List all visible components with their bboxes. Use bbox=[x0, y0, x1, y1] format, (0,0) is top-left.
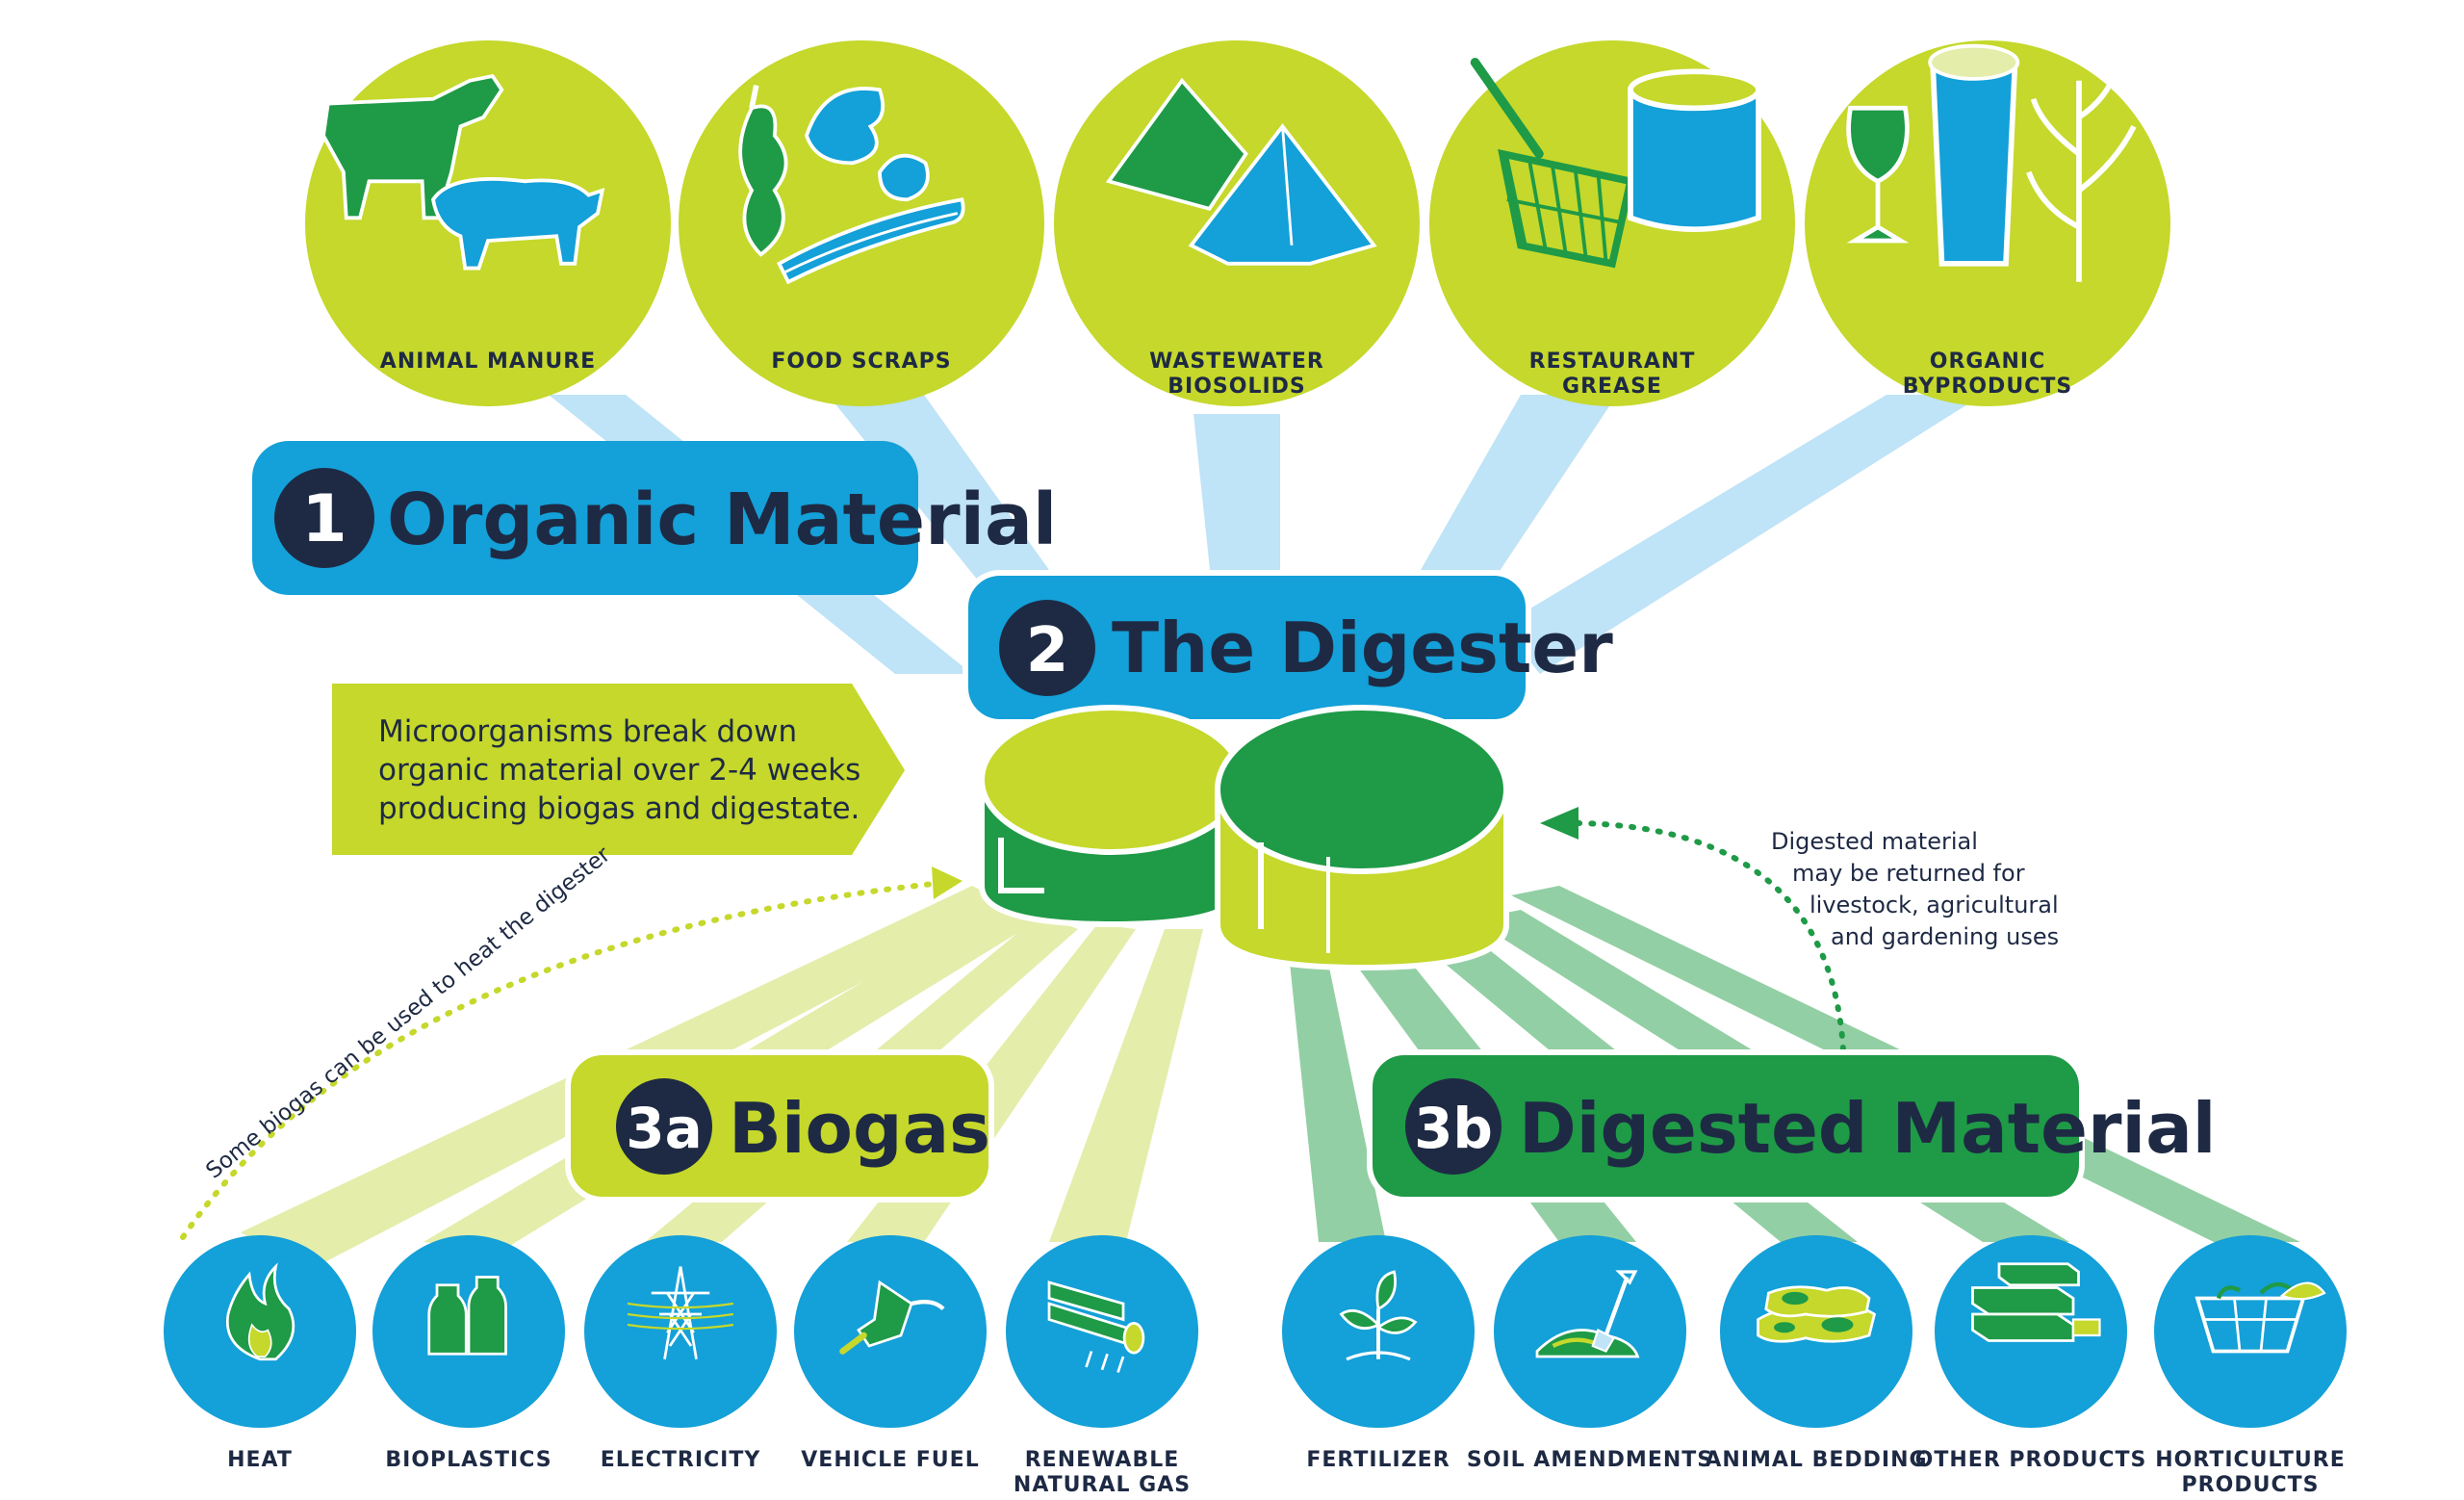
digestate-output-item: FERTILIZER bbox=[1282, 1235, 1475, 1472]
cow-and-pig-icon bbox=[321, 73, 605, 271]
input-ray bbox=[1502, 395, 1983, 674]
step-3b-title: Digested Material bbox=[1519, 1088, 2216, 1169]
digestate-output-item: OTHER PRODUCTS bbox=[1915, 1235, 2147, 1472]
digestate-output-label: ANIMAL BEDDING bbox=[1705, 1448, 1927, 1472]
step-3a-title: Biogas bbox=[729, 1088, 990, 1169]
step-3a-number: 3a bbox=[626, 1096, 703, 1161]
sprout-icon bbox=[1339, 1270, 1418, 1361]
digestate-output-circle bbox=[2154, 1235, 2347, 1428]
step-1-title: Organic Material bbox=[387, 478, 1057, 561]
digester-tanks bbox=[979, 705, 1509, 971]
step-3a-label: 3a Biogas bbox=[565, 1049, 994, 1203]
biogas-output-item: BIOPLASTICS bbox=[372, 1235, 565, 1472]
shovel-soil-icon bbox=[1535, 1270, 1640, 1358]
input-label: BYPRODUCTS bbox=[1903, 375, 2072, 399]
bedding-icon bbox=[1757, 1285, 1877, 1343]
biogas-output-label: ELECTRICITY bbox=[601, 1448, 761, 1472]
outputs-row: HEAT BIOPLASTICS ELECTRICITY VEHICLE FUEL RE… bbox=[164, 1235, 2347, 1497]
flame-icon bbox=[225, 1262, 295, 1361]
digester-tank-left bbox=[979, 705, 1245, 928]
input-label: BIOSOLIDS bbox=[1168, 375, 1306, 399]
digestate-output-label: OTHER PRODUCTS bbox=[1915, 1448, 2147, 1472]
biogas-output-item: HEAT bbox=[164, 1235, 356, 1472]
input-label: ORGANIC bbox=[1930, 349, 2045, 374]
food-scraps-icon bbox=[738, 84, 965, 285]
input-label: ANIMAL MANURE bbox=[380, 349, 596, 374]
digestate-output-label: FERTILIZER bbox=[1306, 1448, 1450, 1472]
digestate-output-label: PRODUCTS bbox=[2182, 1473, 2320, 1497]
fuel-nozzle-icon bbox=[839, 1280, 945, 1355]
digestate-return-arrow: Digested material may be returned for li… bbox=[1540, 807, 2066, 1052]
biosolids-piles-icon bbox=[1105, 77, 1377, 266]
step-1-number: 1 bbox=[301, 481, 346, 557]
input-item: FOOD SCRAPS bbox=[679, 40, 1044, 406]
digestate-output-label: HORTICULTURE bbox=[2155, 1448, 2346, 1472]
digestate-output-item: ANIMAL BEDDING bbox=[1705, 1235, 1927, 1472]
planter-box-icon bbox=[2194, 1281, 2326, 1354]
input-ray bbox=[1194, 414, 1280, 597]
gas-pipes-icon bbox=[1047, 1280, 1145, 1373]
digestate-output-label: SOIL AMENDMENTS bbox=[1467, 1448, 1713, 1472]
input-ray bbox=[1405, 395, 1617, 597]
biogas-output-item: VEHICLE FUEL bbox=[794, 1235, 987, 1472]
input-label: FOOD SCRAPS bbox=[771, 349, 951, 374]
bricks-icon bbox=[1971, 1262, 2101, 1342]
biogas-output-label: NATURAL GAS bbox=[1014, 1473, 1191, 1497]
process-callout: Microorganisms break down organic materi… bbox=[332, 684, 905, 855]
biogas-output-label: VEHICLE FUEL bbox=[801, 1448, 979, 1472]
inputs-row: ANIMAL MANURE FOOD SCRAPS WASTEWATERBIOSOL… bbox=[305, 40, 2170, 406]
wine-beer-corn-icon bbox=[1846, 43, 2137, 282]
output-ray bbox=[1049, 929, 1203, 1242]
input-item: ANIMAL MANURE bbox=[305, 40, 671, 406]
digestate-output-item: SOIL AMENDMENTS bbox=[1467, 1235, 1713, 1472]
input-label: GREASE bbox=[1562, 375, 1662, 399]
input-label: RESTAURANT bbox=[1529, 349, 1696, 374]
step-1-label: 1 Organic Material bbox=[252, 441, 1057, 595]
biogas-output-label: HEAT bbox=[227, 1448, 293, 1472]
digester-tank-right bbox=[1215, 705, 1509, 971]
bottles-icon bbox=[427, 1276, 507, 1356]
biogas-output-item: ELECTRICITY bbox=[584, 1235, 777, 1472]
biogas-output-label: RENEWABLE bbox=[1025, 1448, 1180, 1472]
step-2-title: The Digester bbox=[1112, 608, 1613, 688]
input-label: WASTEWATER bbox=[1149, 349, 1324, 374]
biogas-output-label: BIOPLASTICS bbox=[385, 1448, 552, 1472]
step-3b-number: 3b bbox=[1414, 1096, 1493, 1161]
fryer-basket-and-bucket-icon bbox=[1470, 58, 1761, 269]
power-tower-icon bbox=[627, 1266, 734, 1359]
output-ray bbox=[1290, 963, 1386, 1242]
callout-text: Microorganisms break down organic materi… bbox=[378, 714, 870, 826]
step-2-number: 2 bbox=[1026, 615, 1069, 686]
return-note-text: Digested material may be returned for li… bbox=[1771, 828, 2066, 950]
step-3b-label: 3b Digested Material bbox=[1367, 1049, 2216, 1203]
step-2-label: 2 The Digester bbox=[962, 570, 1613, 725]
